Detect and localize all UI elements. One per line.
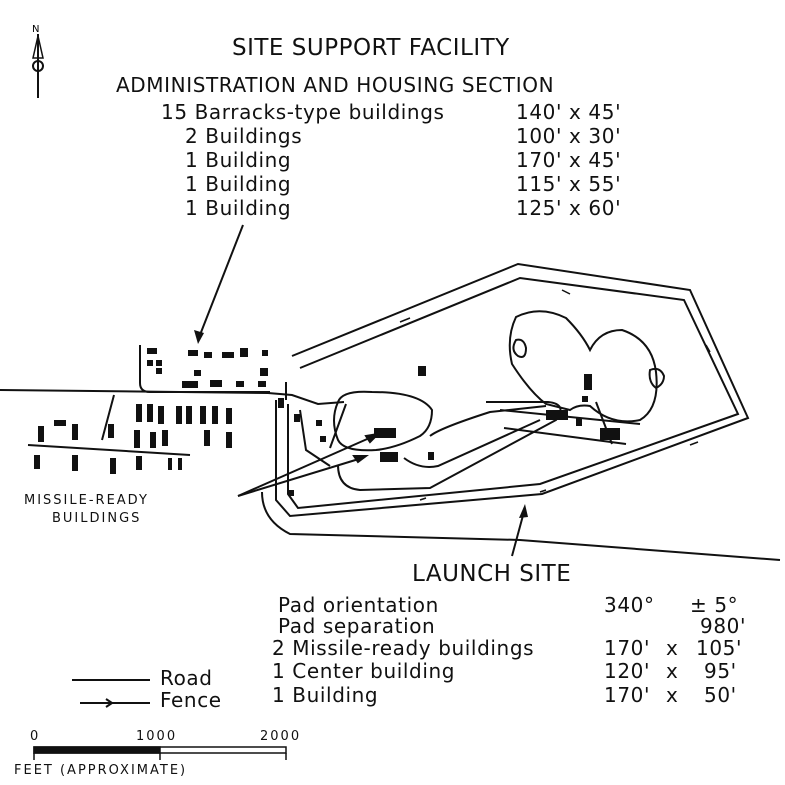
site-row-dims: 140' x 45' (516, 100, 622, 124)
site-row-dims: 115' x 55' (516, 172, 622, 196)
site-support-title: SITE SUPPORT FACILITY (232, 35, 510, 61)
launch-row-x: x (666, 683, 679, 707)
launch-site-title: LAUNCH SITE (412, 561, 572, 587)
launch-site-pointer (511, 504, 528, 557)
site-support-pointer (194, 224, 244, 344)
launch-row-extra: 50' (704, 683, 737, 707)
launch-row-extra: 95' (704, 659, 737, 683)
legend-lines (72, 679, 150, 708)
launch-row-extra: 105' (696, 636, 743, 660)
site-row-label: 15 Barracks-type buildings (161, 100, 445, 124)
missile-ready-label-line1: MISSILE-READY (24, 493, 149, 508)
site-row-label: 1 Building (185, 196, 292, 220)
scale-tick-label: 2000 (260, 729, 302, 744)
launch-row-value: 170' (604, 636, 651, 660)
site-row-dims: 125' x 60' (516, 196, 622, 220)
launch-road-network (299, 310, 666, 492)
launch-row-value: 120' (604, 659, 651, 683)
launch-row-value: 340° (604, 593, 655, 617)
fence-markers (399, 289, 711, 501)
north-arrow-icon: N (32, 24, 44, 98)
launch-row-label: 1 Center building (272, 659, 456, 683)
launch-row-extra: 980' (700, 614, 747, 638)
launch-row-label: 2 Missile-ready buildings (272, 636, 535, 660)
missile-ready-pointers (237, 432, 381, 497)
launch-row-label: Pad orientation (278, 593, 439, 617)
housing-buildings (34, 348, 326, 496)
launch-row-label: 1 Building (272, 683, 379, 707)
scale-tick-label: 1000 (136, 729, 178, 744)
launch-row-x: x (666, 659, 679, 683)
site-row-label: 1 Building (185, 172, 292, 196)
north-label: N (32, 24, 39, 35)
site-row-dims: 100' x 30' (516, 124, 622, 148)
launch-row-x: x (666, 636, 679, 660)
scale-bar (33, 746, 287, 760)
launch-row-value: 170' (604, 683, 651, 707)
fence-line (261, 262, 781, 561)
site-row-label: 1 Building (185, 148, 292, 172)
launch-row-extra: ± 5° (690, 593, 739, 617)
scale-tick-label: 0 (30, 729, 41, 744)
launch-buildings (316, 366, 620, 462)
legend-fence-label: Fence (160, 688, 222, 712)
scale-caption: FEET (APPROXIMATE) (14, 763, 188, 778)
site-row-label: 2 Buildings (185, 124, 303, 148)
legend-road-label: Road (160, 666, 213, 690)
road-lines (0, 345, 347, 456)
site-row-dims: 170' x 45' (516, 148, 622, 172)
admin-housing-subtitle: ADMINISTRATION AND HOUSING SECTION (116, 73, 555, 97)
missile-ready-label-line2: BUILDINGS (52, 511, 142, 526)
launch-row-label: Pad separation (278, 614, 436, 638)
